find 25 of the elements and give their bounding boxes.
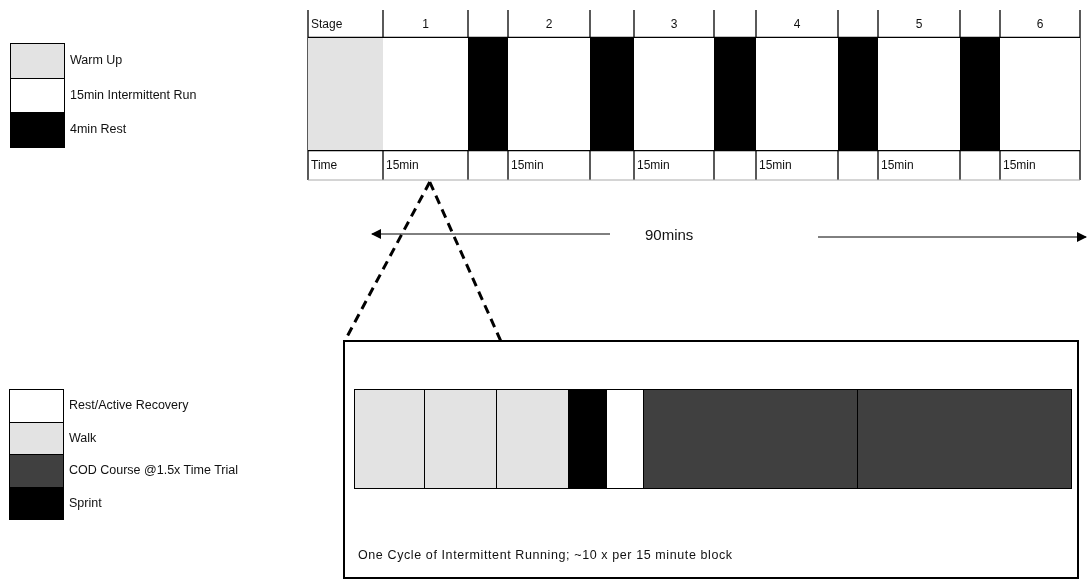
legend-label: Sprint bbox=[69, 494, 102, 512]
dimension-label: 90mins bbox=[645, 226, 694, 243]
legend-label: Walk bbox=[69, 429, 97, 447]
duration-label: 15min bbox=[510, 157, 545, 174]
cycle-panel bbox=[343, 340, 1079, 579]
duration-label: 15min bbox=[1002, 157, 1037, 174]
stage-number: 1 bbox=[421, 16, 430, 33]
duration-label: 15min bbox=[880, 157, 915, 174]
panel-caption: One Cycle of Intermittent Running; ~10 x per 15 minute block bbox=[358, 548, 733, 562]
duration-label: 15min bbox=[636, 157, 671, 174]
stage-number: 6 bbox=[1035, 16, 1045, 33]
duration-label: 15min bbox=[383, 150, 468, 180]
stage-number: 4 bbox=[792, 16, 802, 33]
legend-label: Warm Up bbox=[70, 52, 123, 70]
stage-number: 5 bbox=[914, 16, 924, 33]
legend-label: Rest/Active Recovery bbox=[69, 397, 189, 415]
stage-number: 3 bbox=[669, 16, 679, 33]
stage-header: Stage bbox=[310, 16, 344, 33]
stage-number: 2 bbox=[544, 16, 554, 33]
legend-label: 15min Intermittent Run bbox=[70, 86, 197, 104]
row-label: Time bbox=[310, 157, 339, 174]
dashed-zoom-line bbox=[428, 181, 503, 342]
duration-label: 15min bbox=[758, 157, 793, 174]
legend-label: 4min Rest bbox=[70, 121, 127, 139]
legend-label: COD Course @1.5x Time Trial bbox=[69, 462, 238, 480]
